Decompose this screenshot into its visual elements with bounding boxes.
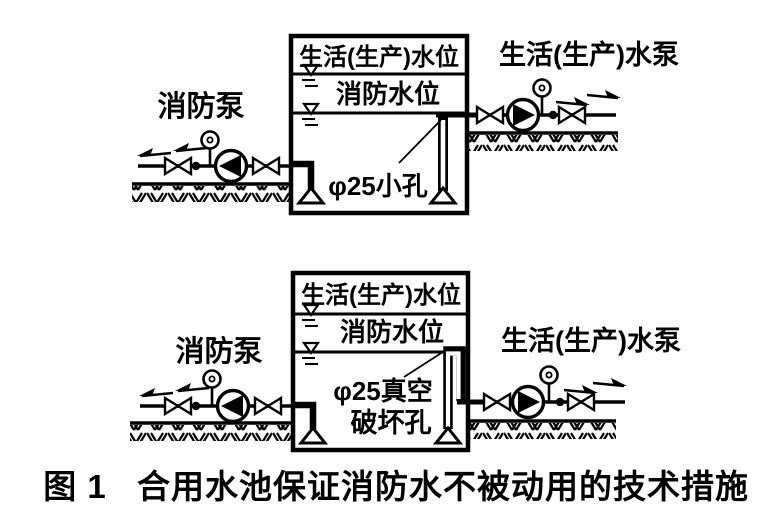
domestic-pump (505, 97, 541, 133)
fire-pump-label: 消防泵 (157, 90, 244, 123)
flow-arrow-icon (135, 146, 173, 158)
check-valve-dot (191, 161, 201, 171)
suction-elbow-pipe (295, 401, 317, 429)
fire-pump (215, 388, 251, 424)
gate-valve-icon (557, 105, 587, 125)
flow-arrow-icon (562, 383, 600, 395)
vacuum-hole-label-line2: 破坏孔 (351, 408, 432, 438)
ground-hatch (132, 186, 291, 202)
ground-hatch (467, 135, 618, 151)
check-valve-dot (548, 110, 558, 120)
domestic-pump-label: 生活(生产)水泵 (499, 40, 679, 70)
domestic-pump-label: 生活(生产)水泵 (501, 326, 681, 356)
fire-level-label: 消防水位 (340, 317, 444, 347)
hole-leader-line (398, 119, 442, 164)
gate-valve-icon (163, 396, 193, 416)
small-hole-label: φ25小孔 (328, 171, 428, 201)
siphon-pipe-bore (445, 351, 461, 427)
gate-valve-icon (163, 156, 193, 176)
figure-caption: 图 1 合用水池保证消防水不被动用的技术措施 (43, 468, 749, 505)
gate-valve-icon (475, 105, 505, 125)
caption-number: 图 1 (43, 468, 107, 505)
storage-tank (290, 270, 471, 453)
check-valve-dot (191, 401, 201, 411)
hole-leader-line (403, 349, 447, 378)
flow-arrow-icon (591, 376, 629, 388)
domestic-pump (510, 384, 546, 420)
gate-valve-icon (566, 392, 596, 412)
ground-hatch (468, 423, 616, 439)
suction-elbow-pipe (293, 160, 315, 190)
flow-arrow-icon (137, 386, 175, 398)
flow-arrow-icon (554, 95, 592, 107)
fire-pump (213, 148, 249, 184)
ground-hatch (130, 425, 293, 441)
domestic-level-label: 生活(生产)水位 (299, 43, 459, 71)
vacuum-hole-label-line1: φ25真空 (333, 376, 433, 406)
domestic-level-label: 生活(生产)水位 (301, 281, 461, 309)
gate-valve-icon (482, 392, 512, 412)
gate-valve-icon (251, 156, 281, 176)
fire-pump-label: 消防泵 (175, 335, 262, 368)
gate-valve-icon (253, 396, 283, 416)
top-diagram: 消防泵 生活(生产)水位 消防水位 φ25小孔 生活(生产)水泵 (132, 33, 679, 216)
caption-text: 合用水池保证消防水不被动用的技术措施 (137, 468, 749, 505)
flow-arrow-icon (585, 88, 623, 100)
bottom-diagram: 消防泵 生活(生产)水位 消防水位 φ25真空 破坏孔 生活(生产)水泵 (130, 270, 681, 453)
check-valve-dot (555, 397, 565, 407)
fire-level-label: 消防水位 (336, 79, 440, 109)
